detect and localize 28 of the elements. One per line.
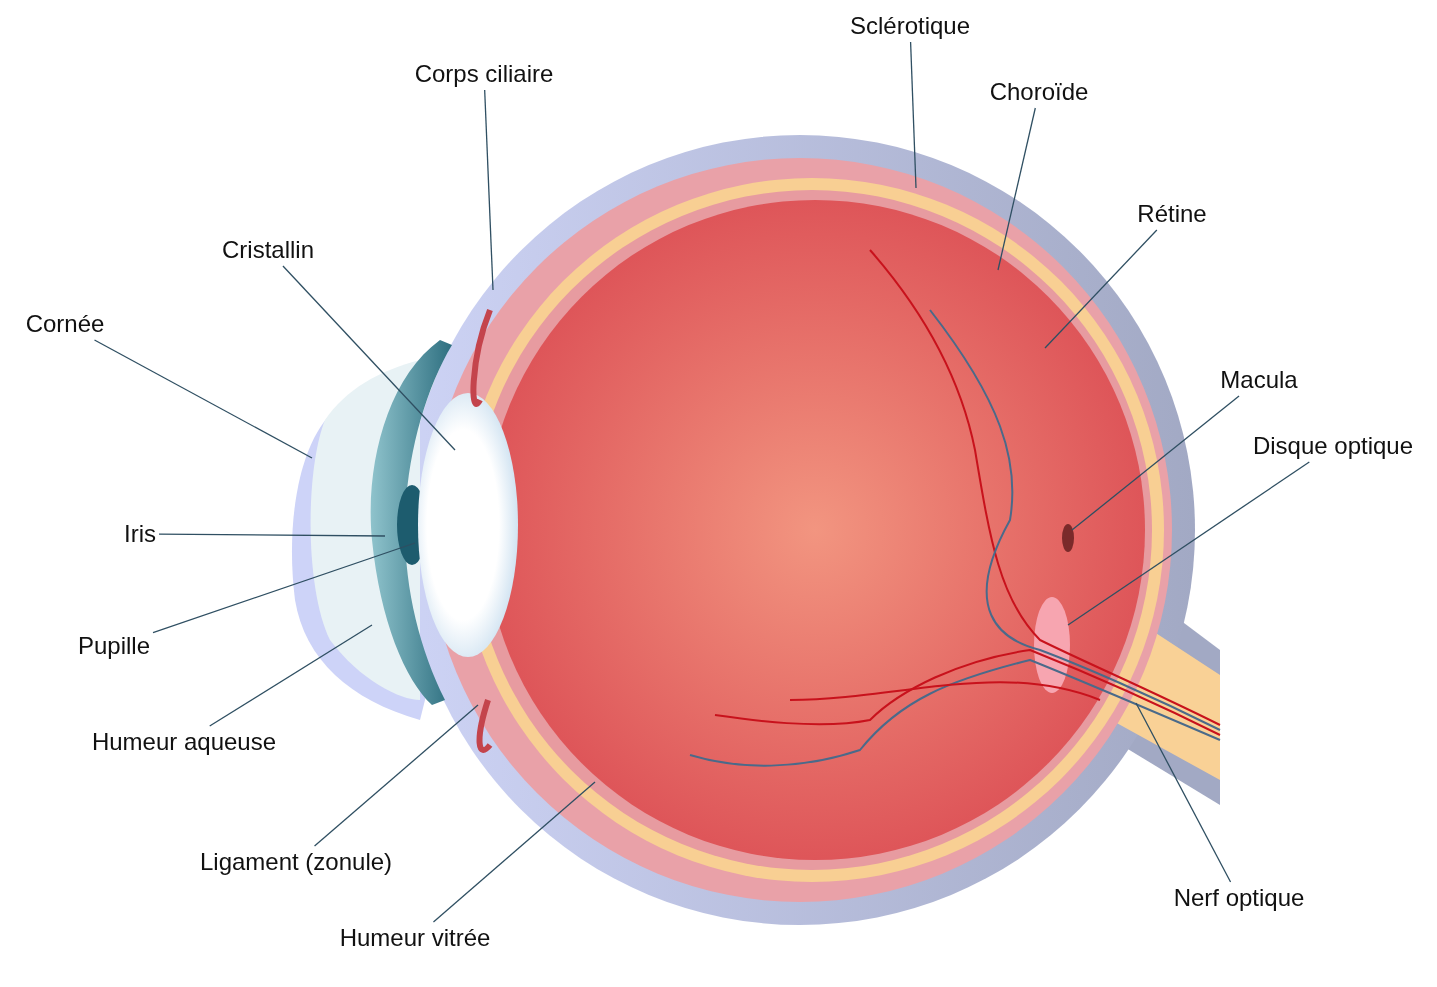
part-label: Nerf optique	[1173, 884, 1305, 912]
leader-line	[1135, 702, 1232, 883]
leader-line	[93, 339, 313, 459]
part-label: Rétine	[1137, 200, 1207, 228]
part-label: Cornée	[25, 310, 105, 338]
part-label: Corps ciliaire	[414, 60, 554, 88]
part-label: Iris	[124, 520, 156, 548]
part-label: Humeur aqueuse	[91, 728, 277, 756]
leader-line	[909, 41, 917, 189]
leader-line	[158, 533, 386, 537]
leader-line	[209, 624, 373, 727]
leader-line	[1067, 461, 1310, 626]
part-label: Sclérotique	[849, 12, 971, 40]
leader-line	[432, 781, 596, 923]
leader-line	[152, 542, 416, 634]
part-label: Choroïde	[989, 78, 1089, 106]
part-label: Macula	[1220, 366, 1298, 394]
leader-line	[997, 107, 1036, 271]
leader-line	[1071, 395, 1240, 531]
part-label: Disque optique	[1252, 432, 1414, 460]
leader-line	[282, 265, 456, 451]
part-label: Humeur vitrée	[339, 924, 491, 952]
leader-line	[484, 89, 494, 291]
leader-line	[1044, 229, 1158, 349]
part-label: Ligament (zonule)	[199, 848, 393, 876]
leader-line	[313, 704, 479, 847]
part-label: Cristallin	[222, 236, 314, 264]
part-label: Pupille	[78, 632, 150, 660]
